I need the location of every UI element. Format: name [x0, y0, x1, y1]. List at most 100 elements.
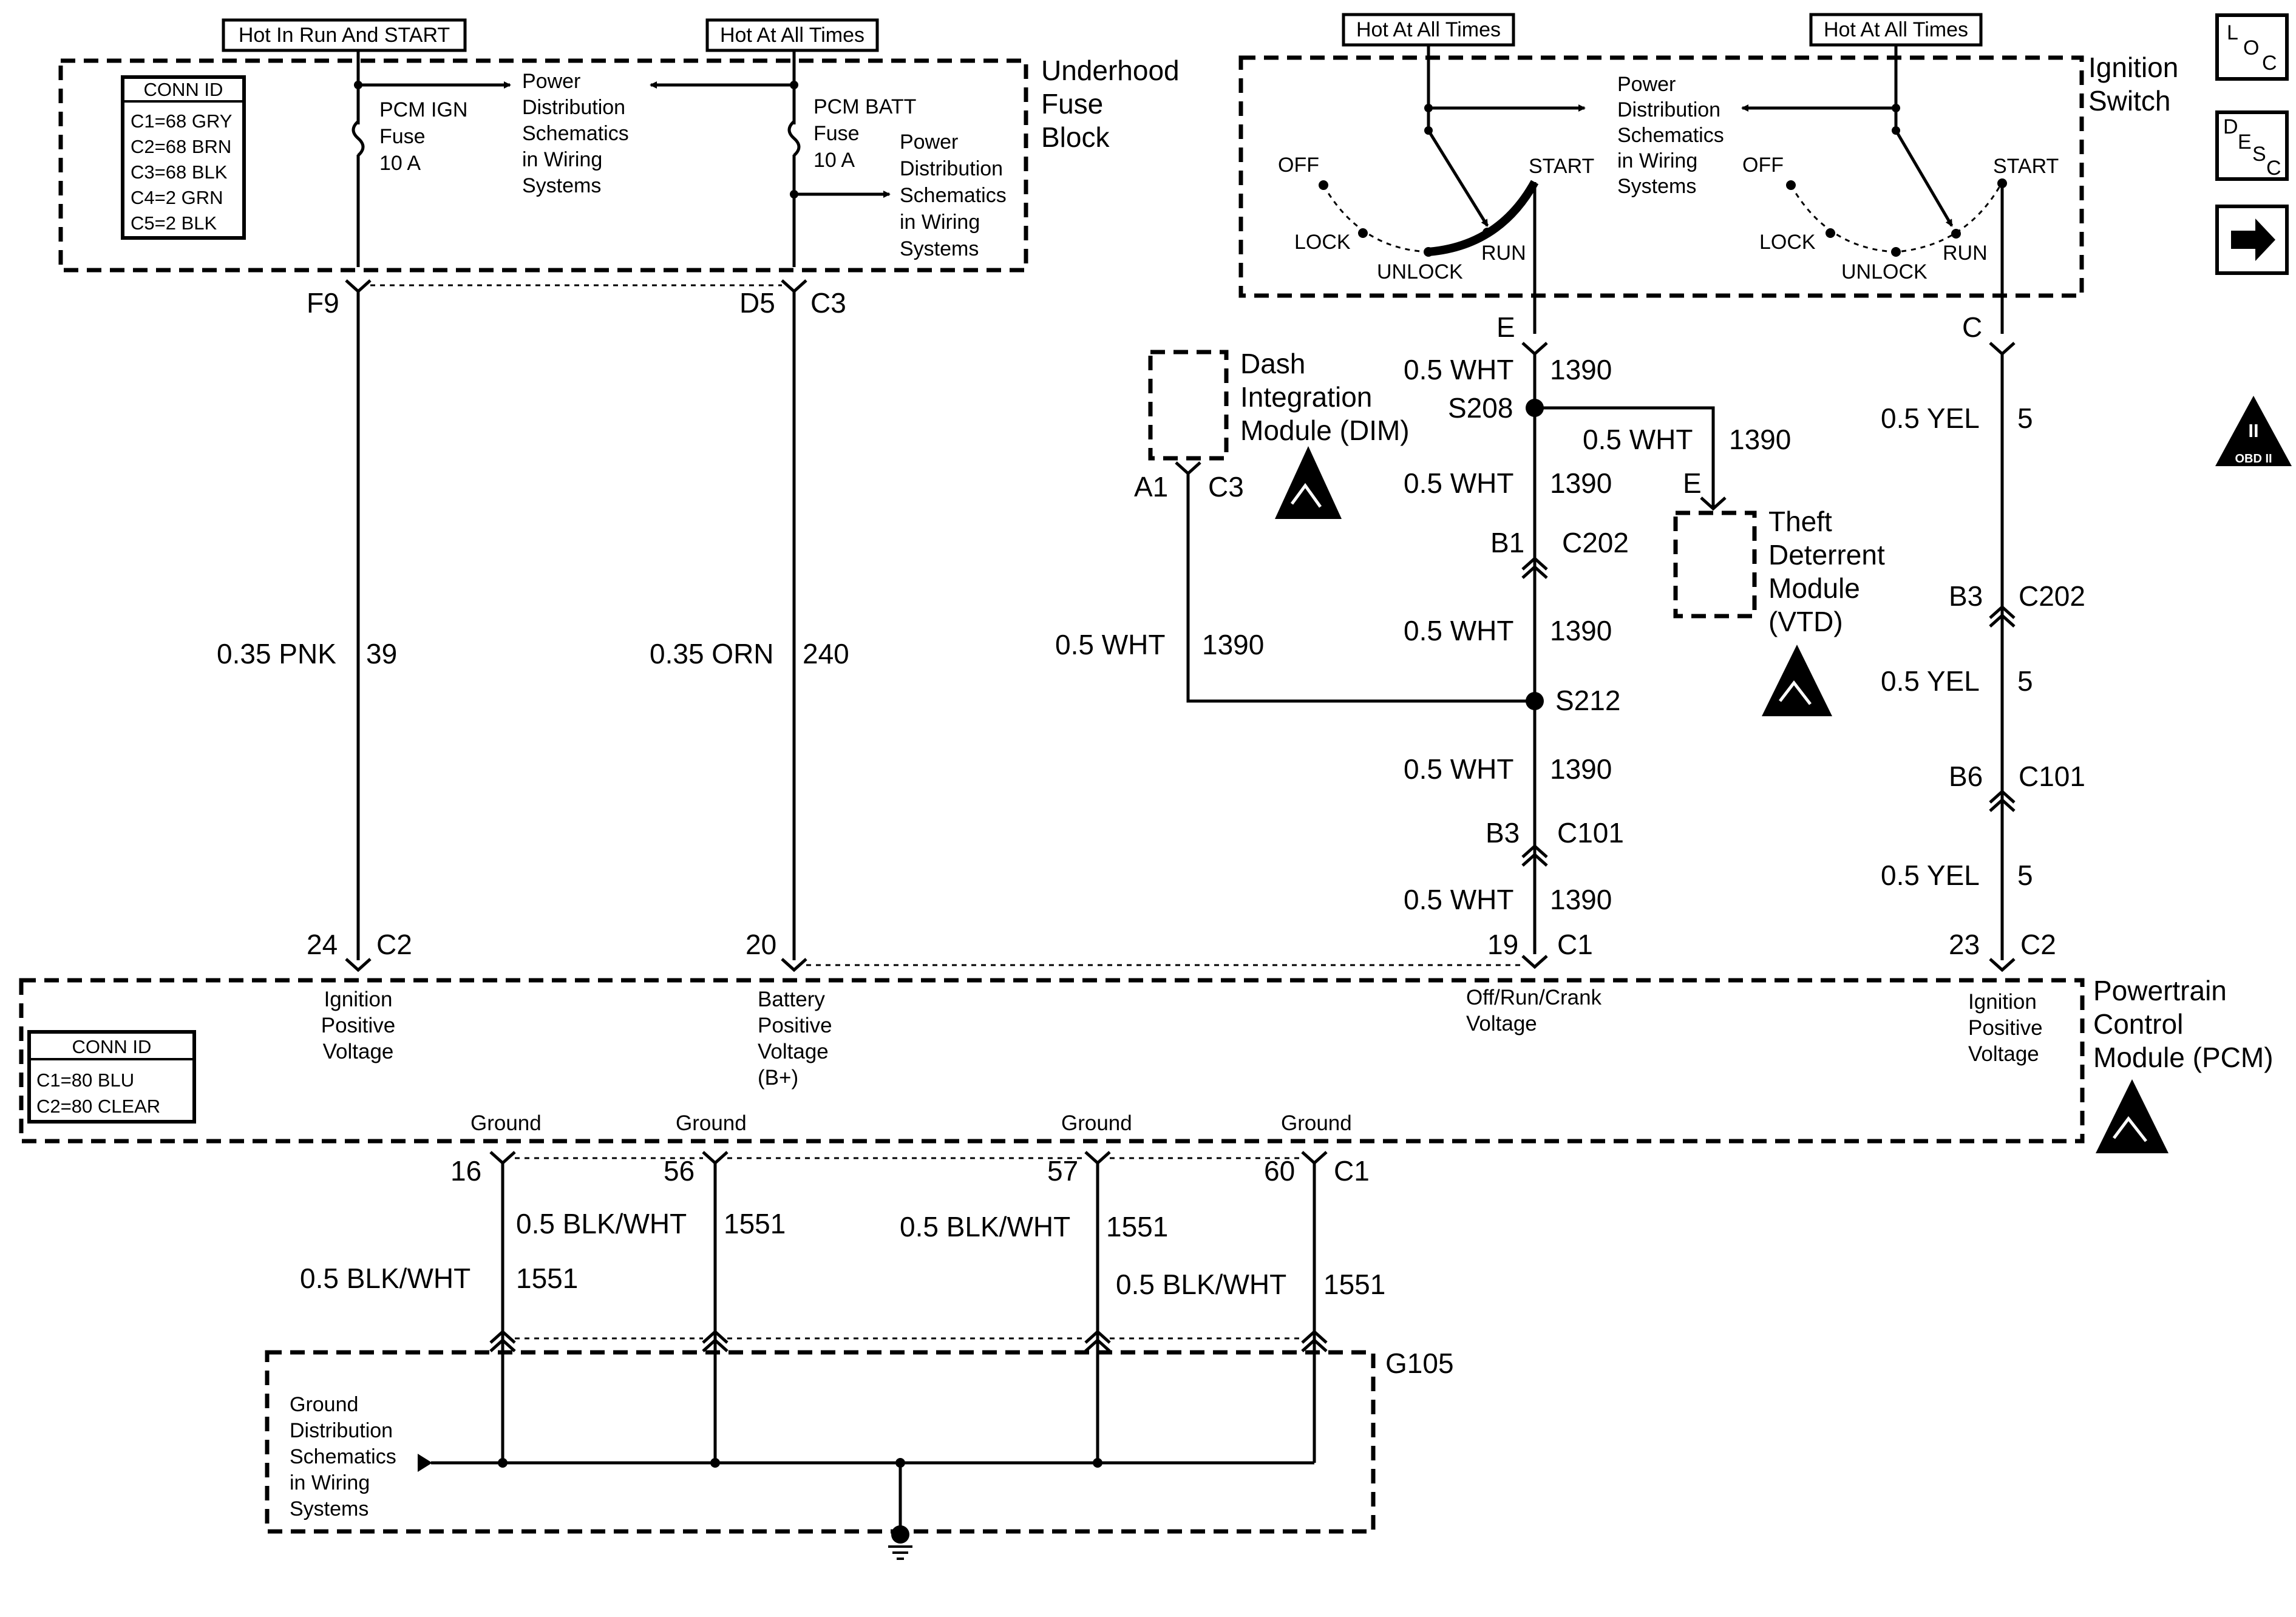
svg-text:Module (PCM): Module (PCM)	[2093, 1042, 2274, 1073]
svg-text:39: 39	[366, 638, 397, 670]
svg-text:5: 5	[2017, 402, 2033, 434]
svg-text:C1: C1	[1334, 1155, 1370, 1187]
fuse-block-title-1: Underhood	[1041, 55, 1180, 86]
svg-text:C202: C202	[1562, 527, 1629, 558]
svg-text:L: L	[2227, 21, 2238, 44]
svg-text:C: C	[2262, 52, 2277, 75]
svg-text:56: 56	[664, 1155, 695, 1187]
svg-text:1390: 1390	[1202, 629, 1264, 660]
svg-text:B1: B1	[1490, 527, 1524, 558]
svg-text:Hot At All Times: Hot At All Times	[1356, 18, 1501, 41]
svg-text:1551: 1551	[516, 1263, 578, 1294]
svg-text:0.5 BLK/WHT: 0.5 BLK/WHT	[300, 1263, 470, 1294]
conn-id-c2: C2=68 BRN	[131, 136, 231, 157]
svg-text:0.5 WHT: 0.5 WHT	[1404, 615, 1513, 646]
svg-text:Battery: Battery	[758, 988, 825, 1011]
svg-text:1551: 1551	[1323, 1269, 1385, 1300]
conn-c3: C3	[810, 287, 846, 319]
svg-text:Systems: Systems	[1617, 175, 1696, 198]
svg-text:Hot At All Times: Hot At All Times	[720, 24, 864, 47]
ground-g105	[891, 1525, 909, 1544]
svg-text:B3: B3	[1486, 817, 1520, 849]
svg-text:Powertrain: Powertrain	[2093, 975, 2227, 1006]
theft-deterrent-module: Theft Deterrent Module (VTD)	[1673, 506, 1885, 716]
svg-text:Theft: Theft	[1768, 506, 1832, 537]
pcm-ign-fuse-icon	[352, 120, 365, 157]
svg-text:24: 24	[307, 929, 338, 960]
svg-text:Hot In Run And START: Hot In Run And START	[239, 24, 450, 47]
svg-text:Module: Module	[1768, 572, 1860, 604]
fuse-block-title-3: Block	[1041, 121, 1110, 153]
loc-icon[interactable]: L O C	[2215, 13, 2289, 81]
conn-f9: F9	[307, 287, 339, 319]
svg-text:1551: 1551	[724, 1208, 786, 1239]
svg-text:OFF: OFF	[1278, 154, 1319, 177]
label-hot-run-start: Hot In Run And START	[222, 18, 467, 52]
svg-text:Schematics: Schematics	[1617, 124, 1724, 147]
svg-text:Voltage: Voltage	[758, 1040, 829, 1063]
svg-text:0.5 BLK/WHT: 0.5 BLK/WHT	[900, 1211, 1070, 1242]
circuit-1390-wht: E 0.5 WHT 1390 S208 0.5 WHT 1390 E 0.5 W…	[1055, 311, 1791, 954]
svg-text:G105: G105	[1385, 1348, 1454, 1379]
svg-text:RUN: RUN	[1481, 242, 1526, 265]
ground-symbol-icon	[888, 1545, 912, 1560]
svg-text:Hot At All Times: Hot At All Times	[1824, 18, 1968, 41]
circuit-39-pnk: 0.35 PNK 39	[217, 291, 397, 960]
svg-text:S212: S212	[1555, 685, 1620, 716]
ignition-switch-title-1: Ignition	[2088, 52, 2178, 83]
svg-text:Distribution: Distribution	[290, 1419, 393, 1442]
svg-text:in Wiring: in Wiring	[900, 211, 980, 234]
svg-text:C2: C2	[376, 929, 412, 960]
svg-text:Ground: Ground	[676, 1111, 747, 1135]
svg-text:0.35 ORN: 0.35 ORN	[650, 638, 774, 670]
svg-text:Ground: Ground	[1281, 1111, 1352, 1135]
svg-text:16: 16	[450, 1155, 481, 1187]
svg-text:Power: Power	[900, 131, 958, 154]
svg-text:A1: A1	[1134, 471, 1168, 503]
svg-text:Voltage: Voltage	[323, 1040, 394, 1063]
svg-text:0.5 WHT: 0.5 WHT	[1404, 354, 1513, 385]
circuit-240-orn: 0.35 ORN 240	[650, 291, 849, 960]
conn-id-c1: C1=68 GRY	[131, 110, 232, 132]
svg-text:Off/Run/Crank: Off/Run/Crank	[1466, 986, 1602, 1009]
svg-text:O: O	[2243, 36, 2259, 59]
circuit-5-yel: C 0.5 YEL 5 B3 C202 0.5 YEL 5 B6 C101 0.…	[1881, 311, 2085, 960]
svg-text:Schematics: Schematics	[290, 1445, 396, 1468]
svg-text:RUN: RUN	[1943, 242, 1988, 265]
svg-text:UNLOCK: UNLOCK	[1841, 260, 1927, 283]
svg-text:1390: 1390	[1550, 354, 1612, 385]
svg-text:0.5 WHT: 0.5 WHT	[1404, 753, 1513, 785]
svg-text:Voltage: Voltage	[1466, 1012, 1537, 1036]
svg-text:0.5 YEL: 0.5 YEL	[1881, 859, 1980, 891]
svg-text:Integration: Integration	[1240, 381, 1372, 413]
svg-text:C1: C1	[1557, 929, 1593, 960]
svg-text:0.5 BLK/WHT: 0.5 BLK/WHT	[516, 1208, 687, 1239]
svg-text:LOCK: LOCK	[1759, 231, 1816, 254]
conn-id-c4: C4=2 GRN	[131, 187, 223, 208]
svg-text:Positive: Positive	[321, 1014, 396, 1037]
ignition-switch: Ignition Switch Hot At All Times Hot At …	[1238, 13, 2178, 334]
svg-text:Systems: Systems	[290, 1497, 369, 1520]
ground-distribution: G105 Ground Distribution Schematics in W…	[265, 1348, 1454, 1560]
svg-text:1390: 1390	[1550, 884, 1612, 915]
svg-text:in Wiring: in Wiring	[1617, 149, 1697, 172]
svg-text:0.35 PNK: 0.35 PNK	[217, 638, 336, 670]
next-arrow-icon[interactable]	[2215, 205, 2289, 275]
svg-text:0.5 WHT: 0.5 WHT	[1404, 467, 1513, 499]
svg-text:in Wiring: in Wiring	[522, 148, 602, 171]
label-hot-all-times-fuse: Hot At All Times	[705, 18, 879, 52]
svg-text:Schematics: Schematics	[522, 122, 629, 145]
svg-text:UNLOCK: UNLOCK	[1377, 260, 1463, 283]
svg-text:Ignition: Ignition	[1968, 990, 2037, 1014]
label-hot-all-times-switch-2: Hot At All Times	[1809, 13, 1983, 47]
svg-text:0.5 WHT: 0.5 WHT	[1583, 424, 1693, 455]
conn-d5: D5	[739, 287, 775, 319]
svg-text:in Wiring: in Wiring	[290, 1471, 370, 1494]
svg-text:Distribution: Distribution	[900, 157, 1003, 180]
desc-icon[interactable]: D E S C	[2215, 110, 2289, 181]
pcm-batt-fuse-icon	[787, 120, 801, 157]
svg-text:Module (DIM): Module (DIM)	[1240, 415, 1410, 446]
powertrain-control-module: Powertrain Control Module (PCM) CONN ID …	[19, 975, 2274, 1153]
svg-text:23: 23	[1949, 929, 1980, 960]
svg-text:PCM IGN: PCM IGN	[379, 98, 467, 121]
